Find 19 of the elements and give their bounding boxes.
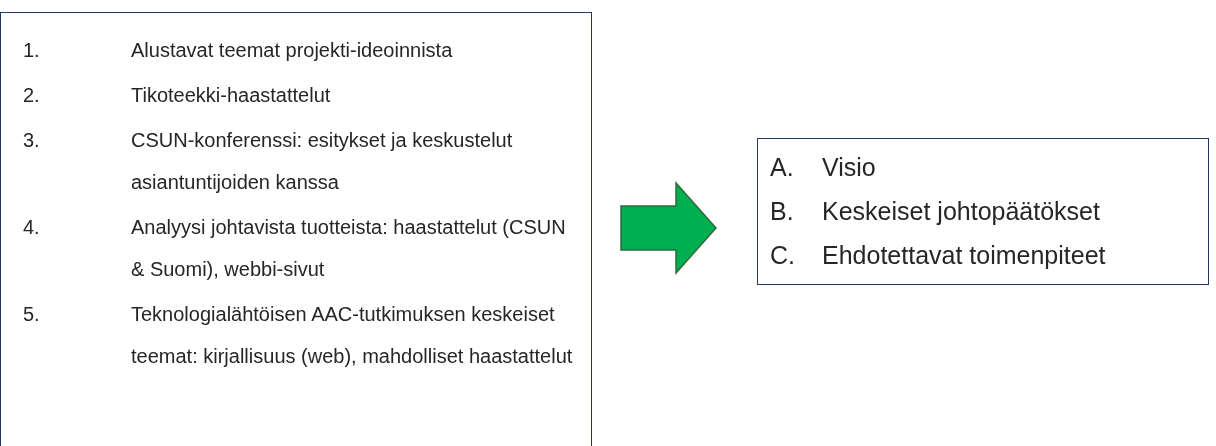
list-number: B. [770, 196, 795, 227]
list-number: 4. [23, 215, 41, 240]
list-box [0, 12, 592, 446]
list-item: Visio [822, 152, 876, 183]
block-arrow [620, 181, 717, 275]
list-item: Analyysi johtavista tuotteista: haastattelut (CSUN & Suomi), webbi-sivut [131, 215, 567, 282]
list-item: Teknologialähtöisen AAC-tutkimuksen keskeiset teemat: kirjallisuus (web), mahdolliset haastattelut [131, 302, 574, 369]
list-number: 5. [23, 302, 41, 327]
list-number: C. [770, 240, 796, 271]
list-number: 2. [23, 83, 41, 108]
list-item: Keskeiset johtopäätökset [822, 196, 1100, 227]
list-item: Alustavat teemat projekti-ideoinnista [131, 38, 453, 63]
list-number: A. [770, 152, 795, 183]
list-number: 1. [23, 38, 41, 63]
list-box [757, 138, 1209, 285]
list-item: Tikoteekki-haastattelut [131, 83, 331, 108]
list-item: Ehdotettavat toimenpiteet [822, 240, 1106, 271]
list-item: CSUN-konferenssi: esitykset ja keskustelut asiantuntijoiden kanssa [131, 128, 514, 195]
list-number: 3. [23, 128, 41, 153]
